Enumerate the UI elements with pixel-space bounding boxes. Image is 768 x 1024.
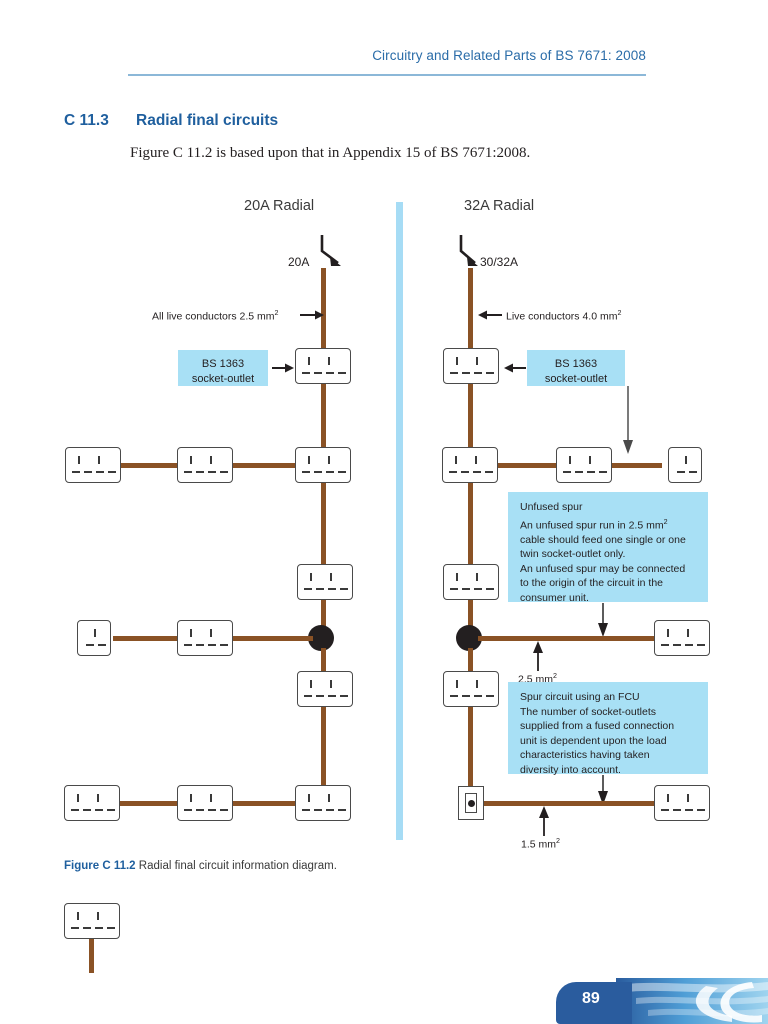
socket-outlet-twin	[295, 785, 351, 821]
right-diagram-title: 32A Radial	[464, 198, 535, 214]
left-circuit-breaker-icon	[320, 235, 341, 266]
footer-swoosh-graphic	[616, 978, 768, 1024]
right-bs1363-callout: BS 1363 socket-outlet	[527, 350, 625, 386]
socket-outlet-twin	[295, 348, 351, 384]
socket-outlet-twin	[297, 671, 353, 707]
left-diagram-title: 20A Radial	[244, 198, 315, 214]
unfused-spur-callout: Unfused spur An unfused spur run in 2.5 …	[508, 492, 708, 604]
socket-outlet-single	[77, 620, 111, 656]
left-trunk-cable	[321, 483, 326, 569]
page-number-tab	[556, 982, 632, 1024]
section-number: C 11.3	[64, 112, 109, 129]
left-bs1363-callout: BS 1363 socket-outlet	[178, 350, 268, 386]
socket-outlet-twin	[177, 620, 233, 656]
page-number: 89	[582, 990, 600, 1007]
right-breaker-rating: 30/32A	[480, 255, 519, 269]
fcu-cable-arrow-icon	[539, 806, 549, 836]
figure-caption: Figure C 11.2 Radial final circuit infor…	[64, 860, 337, 872]
header-rule	[128, 74, 646, 76]
left-trunk-cable	[321, 600, 326, 630]
socket-outlet-twin	[65, 447, 121, 483]
page-title: C 11.3 Radial final circuits	[64, 112, 278, 130]
left-trunk-cable	[321, 384, 326, 454]
left-stub-cable	[89, 939, 94, 973]
right-bs1363-arrow-icon	[504, 363, 526, 373]
socket-outlet-single	[668, 447, 702, 483]
socket-outlet-twin	[64, 903, 120, 939]
socket-outlet-twin	[295, 447, 351, 483]
fcu-cable-size-label: 1.5 mm2	[521, 837, 560, 851]
right-conductor-arrow-icon	[478, 310, 502, 320]
socket-outlet-twin	[443, 348, 499, 384]
socket-outlet-twin	[443, 564, 499, 600]
left-trunk-cable	[321, 707, 326, 805]
socket-outlet-twin	[442, 447, 498, 483]
right-conductor-note: Live conductors 4.0 mm2	[506, 309, 622, 323]
figure-caption-text: Radial final circuit information diagram…	[138, 860, 337, 872]
left-trunk-cable-top	[321, 268, 326, 403]
intro-paragraph: Figure C 11.2 is based upon that in Appe…	[130, 145, 531, 161]
left-conductor-arrow-icon	[300, 310, 324, 320]
left-conductor-note: All live conductors 2.5 mm2	[152, 309, 279, 323]
left-bs1363-arrow-icon	[272, 363, 294, 373]
page-footer: 89	[556, 978, 768, 1024]
section-title: Radial final circuits	[136, 112, 279, 129]
socket-outlet-twin	[177, 785, 233, 821]
socket-outlet-twin	[297, 564, 353, 600]
fcu-spur-callout: Spur circuit using an FCU The number of …	[508, 682, 708, 776]
spur-cable-arrow-icon	[533, 641, 543, 671]
socket-outlet-twin	[177, 447, 233, 483]
socket-outlet-twin	[443, 671, 499, 707]
socket-outlet-twin	[64, 785, 120, 821]
right-trunk-cable	[468, 707, 473, 801]
socket-outlet-twin	[654, 620, 710, 656]
socket-outlet-twin	[654, 785, 710, 821]
fcu-spur-pointer-icon	[598, 775, 608, 805]
fused-connection-unit	[458, 786, 484, 820]
right-trunk-cable	[468, 648, 473, 674]
column-divider	[396, 202, 403, 840]
left-trunk-cable	[321, 648, 326, 674]
socket-outlet-twin	[556, 447, 612, 483]
right-junction-dot	[456, 625, 482, 651]
running-head: Circuitry and Related Parts of BS 7671: …	[372, 48, 646, 63]
right-bs1363-pointer-icon	[623, 386, 633, 454]
right-trunk-cable	[468, 600, 473, 630]
unfused-spur-cable	[478, 636, 658, 641]
unfused-spur-pointer-icon	[598, 603, 608, 637]
right-circuit-breaker-icon	[459, 235, 478, 266]
left-breaker-rating: 20A	[288, 255, 310, 269]
right-trunk-cable	[468, 384, 473, 454]
right-trunk-cable	[468, 483, 473, 569]
fcu-spur-cable	[484, 801, 658, 806]
figure-radial-final-circuits: 20A Radial 20A All live conductors 2.5 m…	[0, 185, 768, 973]
right-trunk-cable-top	[468, 268, 473, 348]
figure-caption-label: Figure C 11.2	[64, 860, 136, 872]
